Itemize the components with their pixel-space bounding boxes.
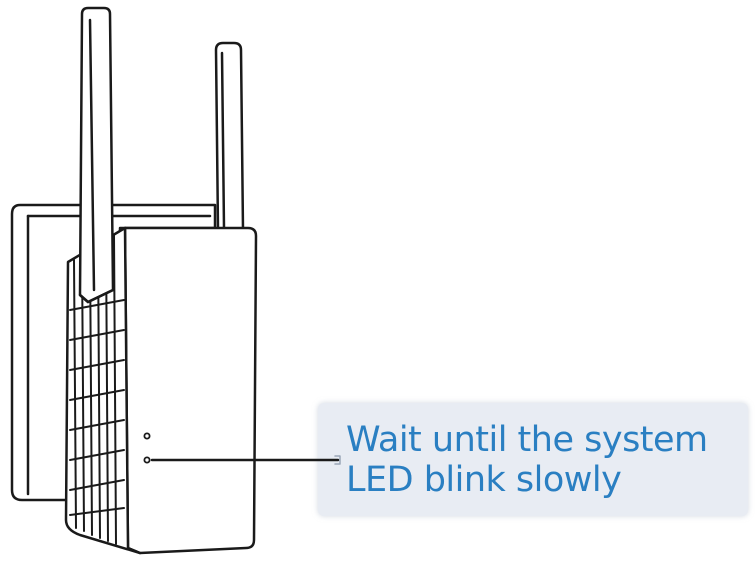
left-antenna <box>78 6 115 304</box>
callout-line-1: Wait until the system <box>346 420 708 460</box>
callout-leader-line <box>150 455 341 465</box>
callout-line-2: LED blink slowly <box>346 460 622 500</box>
led-top <box>143 432 151 440</box>
callout-box <box>318 403 748 516</box>
callout-text: Wait until the system LED blink slowly <box>346 420 746 500</box>
right-antenna <box>214 41 245 232</box>
system-led <box>143 456 151 464</box>
device-body <box>64 226 258 555</box>
vent-slots <box>69 299 125 516</box>
status-leds <box>143 432 151 464</box>
